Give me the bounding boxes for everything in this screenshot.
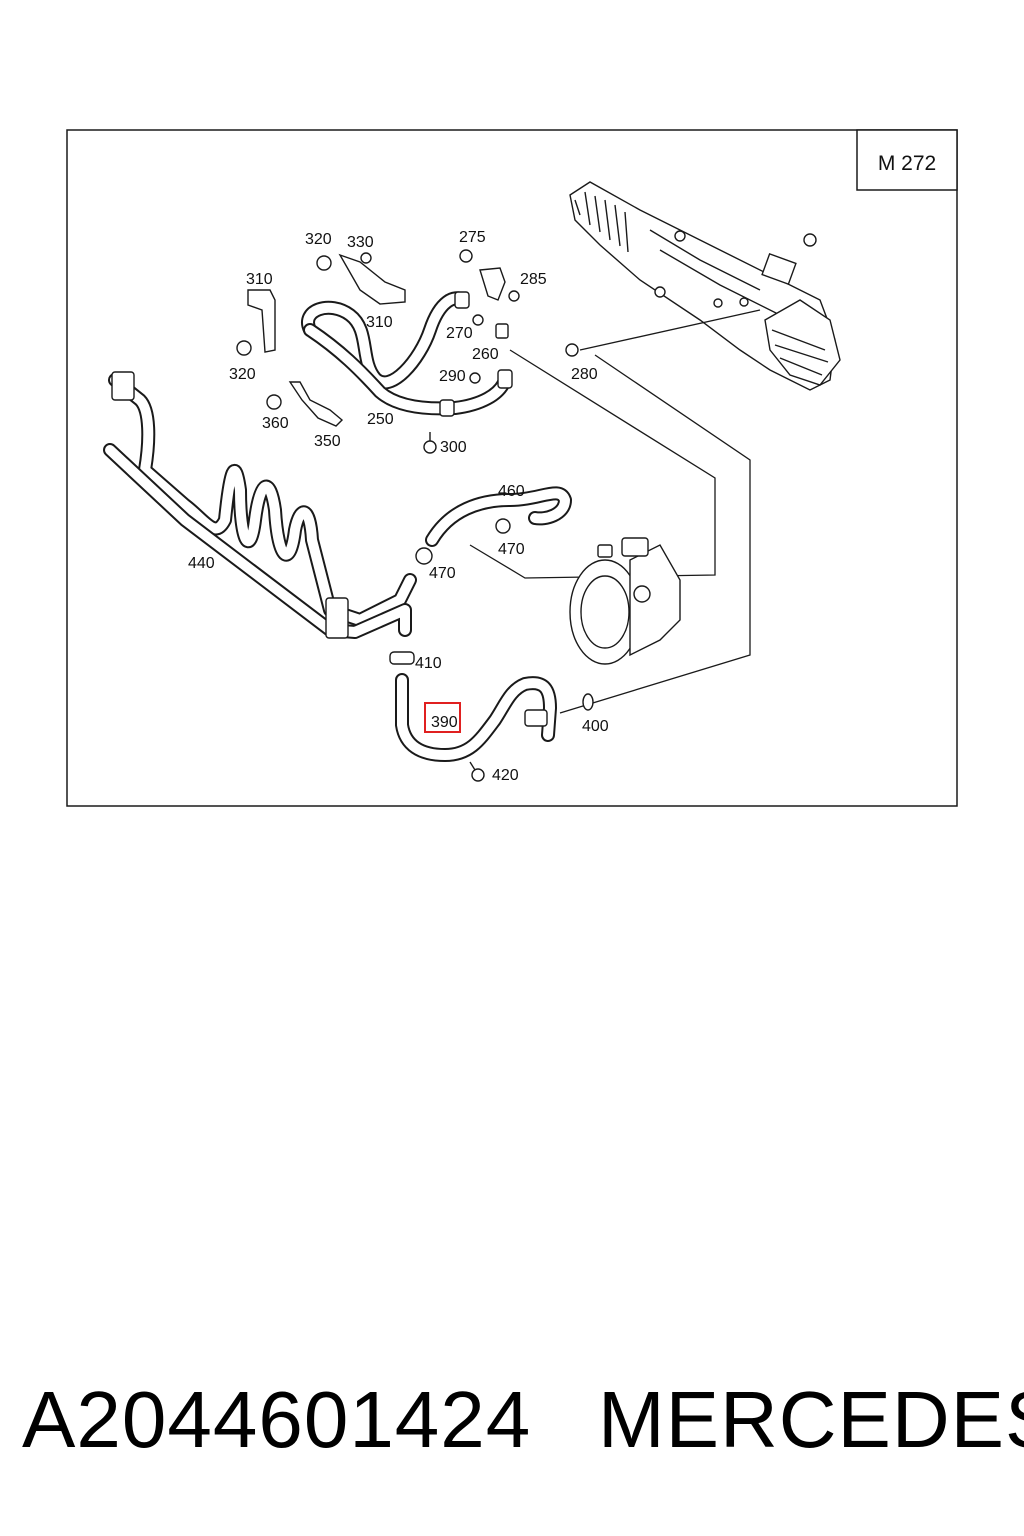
label-440: 440: [188, 555, 215, 572]
steering-rack: [569, 181, 841, 391]
label-350: 350: [314, 433, 341, 450]
label-470-upper: 470: [498, 541, 525, 558]
leader-lines: [469, 309, 761, 714]
label-280: 280: [571, 366, 598, 383]
hose-460: [415, 486, 572, 565]
label-310-bracket: 310: [366, 314, 393, 331]
label-420: 420: [492, 767, 519, 784]
label-290: 290: [439, 368, 466, 385]
hose-250: [301, 291, 513, 417]
label-330: 330: [347, 234, 374, 251]
diagram-frame: [66, 129, 958, 807]
label-400: 400: [582, 718, 609, 735]
label-310-left: 310: [246, 271, 273, 288]
label-300: 300: [440, 439, 467, 456]
brand-name: MERCEDES: [598, 1375, 1024, 1464]
label-260: 260: [472, 346, 499, 363]
pump: [569, 537, 681, 665]
label-360: 360: [262, 415, 289, 432]
part-number: A2044601424: [22, 1375, 532, 1464]
model-code-box: [856, 129, 958, 191]
label-275: 275: [459, 229, 486, 246]
highlight-box: [424, 702, 461, 733]
label-460: 460: [498, 483, 525, 500]
label-320-upper: 320: [305, 231, 332, 248]
label-285: 285: [520, 271, 547, 288]
label-250: 250: [367, 411, 394, 428]
model-code: M 272: [878, 152, 936, 175]
parts-diagram: M 272: [66, 129, 958, 807]
hardware: [236, 249, 579, 454]
label-320-lower: 320: [229, 366, 256, 383]
label-390: 390: [431, 714, 458, 731]
caption: A2044601424 MERCEDES: [0, 1370, 1024, 1470]
label-410: 410: [415, 655, 442, 672]
label-270: 270: [446, 325, 473, 342]
hose-390: [389, 651, 594, 782]
cooler-440: [103, 371, 417, 639]
label-470-lower: 470: [429, 565, 456, 582]
